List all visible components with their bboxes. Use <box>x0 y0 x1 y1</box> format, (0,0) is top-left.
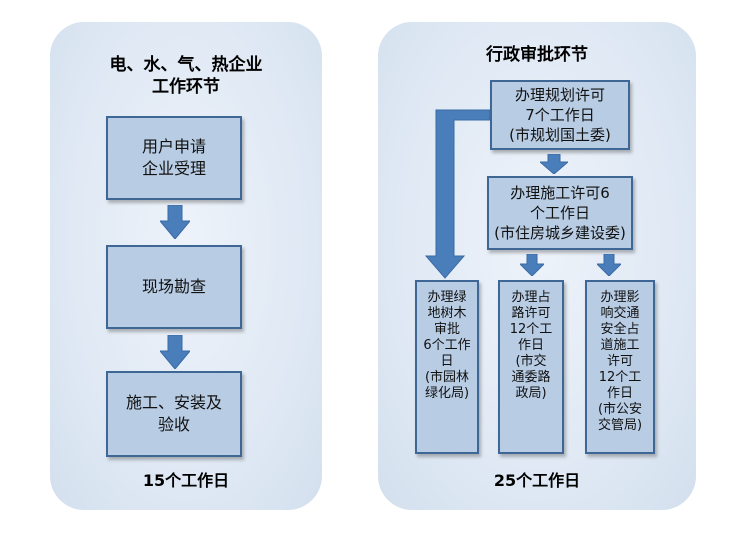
arrow-down-icon <box>597 254 621 276</box>
arrow-down-icon <box>520 254 544 276</box>
planning-permit-label: 办理规划许可 7个工作日 (市规划国土委) <box>509 86 611 144</box>
arrow-down-icon <box>160 205 190 239</box>
step-user-application: 用户申请 企业受理 <box>106 116 242 200</box>
arrow-down-icon <box>160 335 190 369</box>
traffic-safety-permit-label: 办理影 响交通 安全占 道施工 许可 12个工 作日 (市公安 交管局) <box>597 290 643 433</box>
planning-permit-box: 办理规划许可 7个工作日 (市规划国土委) <box>490 80 630 150</box>
step-user-application-label: 用户申请 企业受理 <box>141 137 206 178</box>
step-construction-acceptance-label: 施工、安装及 验收 <box>125 393 222 434</box>
construction-permit-label: 办理施工许可6 个工作日 (市住房城乡建设委) <box>494 184 626 242</box>
administrative-panel-title: 行政审批环节 <box>486 45 588 65</box>
step-site-survey: 现场勘查 <box>106 245 242 329</box>
road-occupation-permit-box: 办理占 路许可 12个工 作日 (市交 通委路 政局) <box>498 280 564 454</box>
step-construction-acceptance: 施工、安装及 验收 <box>106 371 242 457</box>
greenland-approval-box: 办理绿 地树木 审批 6个工作 日 (市园林 绿化局) <box>415 280 479 454</box>
administrative-panel-footer: 25个工作日 <box>493 471 581 490</box>
construction-permit-box: 办理施工许可6 个工作日 (市住房城乡建设委) <box>487 176 633 250</box>
arrow-down-icon <box>540 154 568 174</box>
step-site-survey-label: 现场勘查 <box>141 277 206 296</box>
traffic-safety-permit-box: 办理影 响交通 安全占 道施工 许可 12个工 作日 (市公安 交管局) <box>585 280 655 454</box>
elbow-arrow-icon <box>424 109 491 279</box>
road-occupation-permit-label: 办理占 路许可 12个工 作日 (市交 通委路 政局) <box>509 290 553 401</box>
enterprise-panel-footer: 15个工作日 <box>142 471 230 490</box>
enterprise-panel-title: 电、水、气、热企业 工作环节 <box>109 55 263 97</box>
greenland-approval-label: 办理绿 地树木 审批 6个工作 日 (市园林 绿化局) <box>423 290 471 401</box>
